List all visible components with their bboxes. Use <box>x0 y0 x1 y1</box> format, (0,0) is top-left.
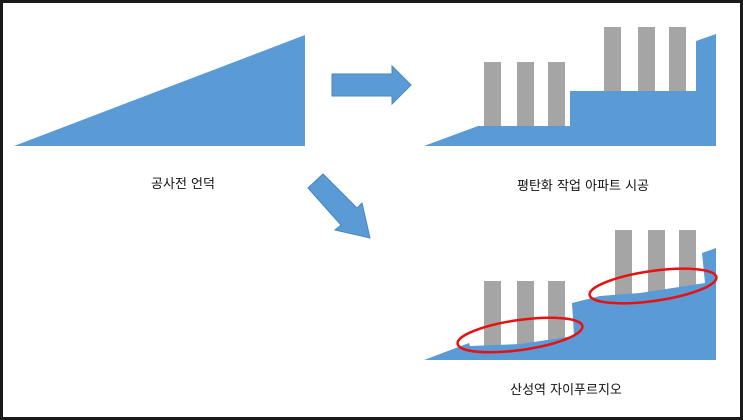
building <box>638 27 655 91</box>
building <box>517 62 534 126</box>
hill-before <box>14 35 305 146</box>
label-actual: 산성역 자이푸르지오 <box>510 383 622 398</box>
building <box>679 230 696 295</box>
building <box>669 27 686 91</box>
highlight-ellipse-lower <box>456 316 584 354</box>
actual-scene <box>424 230 718 360</box>
label-before: 공사전 언덕 <box>151 177 215 192</box>
building <box>648 230 665 295</box>
building <box>484 281 501 346</box>
actual-terrain <box>424 248 716 360</box>
highlight-ellipse-upper <box>588 267 718 305</box>
building <box>517 281 534 346</box>
flattened-terrain <box>424 34 716 146</box>
building <box>548 281 565 346</box>
flattened-scene <box>424 27 716 146</box>
building <box>548 62 565 126</box>
building <box>604 27 621 91</box>
arrow-diagonal-icon <box>307 173 371 239</box>
building <box>615 230 632 295</box>
label-flattened: 평탄화 작업 아파트 시공 <box>517 179 649 194</box>
arrow-right-icon <box>331 64 412 106</box>
building <box>484 62 501 126</box>
